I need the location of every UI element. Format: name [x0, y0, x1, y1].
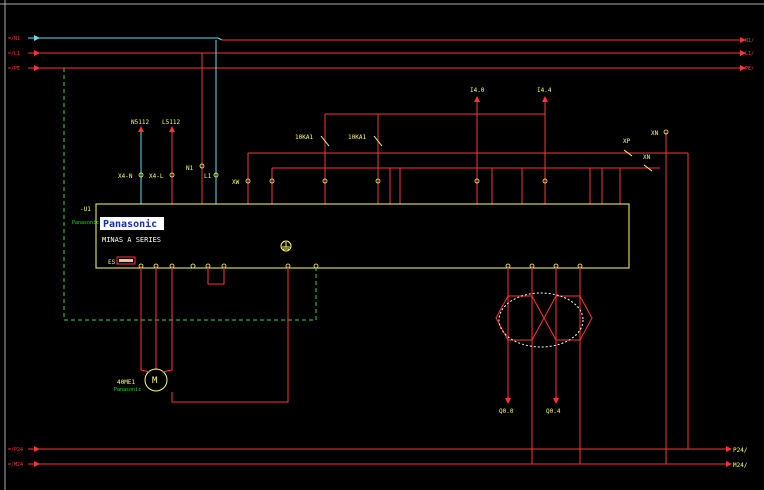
bus-pe-left-label: =/PE	[8, 66, 20, 72]
q04-label: Q0.4	[546, 408, 561, 415]
bus-n1-right-label: N1/	[745, 38, 754, 44]
drive-brand-small: Panasonic	[72, 220, 99, 226]
x4l-terminal	[169, 172, 175, 178]
motor-brand: Panasonic	[114, 387, 141, 393]
motor-pe-wire	[171, 266, 289, 403]
relay2-label: 10KA1	[348, 134, 366, 141]
xn-mid-label: XN	[643, 154, 651, 161]
relay1-contact	[320, 135, 330, 147]
i44-label: I4.4	[537, 87, 552, 94]
drive-logo-bg	[100, 217, 164, 230]
out-crossover-right	[543, 295, 593, 341]
brake-loop-wire	[207, 266, 225, 285]
bus-l1-left-arrow	[34, 50, 40, 56]
bus-n1-left-arrow	[34, 35, 40, 41]
l1-terminal	[213, 172, 219, 178]
i40-terminal	[474, 178, 480, 184]
xp-label: XP	[623, 138, 631, 145]
bus-l1	[28, 50, 746, 56]
q00-arrow	[505, 398, 511, 404]
l1-label: L1	[204, 173, 212, 180]
x4n-arrow	[138, 126, 144, 132]
relay1-terminal	[322, 178, 328, 184]
i44-arrow	[542, 96, 548, 102]
bus-pe-right-label: PE/	[745, 66, 754, 72]
xn-top-label: XN	[651, 130, 659, 137]
bus-pe-left-arrow	[34, 65, 40, 71]
xw2-terminal	[269, 178, 275, 184]
i40-label: I4.0	[470, 87, 485, 94]
xn-top-terminal	[663, 129, 669, 135]
motor-tag: 40ME1	[117, 379, 135, 386]
bus-l1-right-label: L1/	[745, 51, 754, 57]
bus-m24	[28, 461, 732, 467]
relay2-terminal	[375, 178, 381, 184]
x4l-label: X4-L	[149, 173, 164, 180]
bus-m24-right-label: M24/	[733, 462, 748, 469]
drive-display-label: ES	[108, 259, 116, 266]
x4n-label: X4-N	[118, 173, 133, 180]
relay2-contact	[373, 135, 383, 147]
n-ref-label: N5112	[131, 119, 149, 126]
drive-display-inner	[119, 259, 133, 262]
bus-pe	[28, 65, 746, 71]
l-ref-label: L5112	[162, 119, 180, 126]
bus-n1	[28, 37, 746, 43]
drive-display	[116, 256, 136, 265]
xn-switch	[643, 164, 653, 172]
drive-tag: -U1	[80, 206, 91, 213]
pe-ground-wire	[63, 68, 317, 321]
out-crossover-left	[495, 295, 545, 341]
x4l-arrow	[169, 126, 175, 132]
x4n-terminal	[138, 172, 144, 178]
bus-p24-right-label: P24/	[733, 447, 748, 454]
xw-terminal	[245, 178, 251, 184]
drive-series: MINAS A SERIES	[102, 236, 161, 244]
q04-arrow	[553, 398, 559, 404]
i40-arrow	[474, 96, 480, 102]
drive-logo: Panasonic	[103, 218, 157, 230]
drive-box	[95, 203, 630, 269]
shield-ellipse	[498, 292, 584, 348]
drive-ground-icon	[280, 240, 292, 252]
drive-bottom-terminals	[138, 263, 583, 269]
n1-terminal	[199, 163, 205, 169]
motor-symbol	[140, 368, 173, 392]
motor-symbol-label: M	[152, 376, 158, 386]
i44-terminal	[542, 178, 548, 184]
bus-l1-left-label: =/L1	[8, 51, 20, 57]
bus-p24-left-label: =/P24	[8, 447, 23, 453]
bus-m24-left-label: =/M24	[8, 462, 23, 468]
xp-switch	[623, 149, 633, 157]
relay1-label: 10KA1	[295, 134, 313, 141]
bus-p24	[28, 446, 732, 452]
n1-label: N1	[186, 165, 194, 172]
xw-label: XW	[232, 179, 240, 186]
bus-n1-left-label: =/N1	[8, 36, 20, 42]
q00-label: Q0.0	[499, 408, 514, 415]
